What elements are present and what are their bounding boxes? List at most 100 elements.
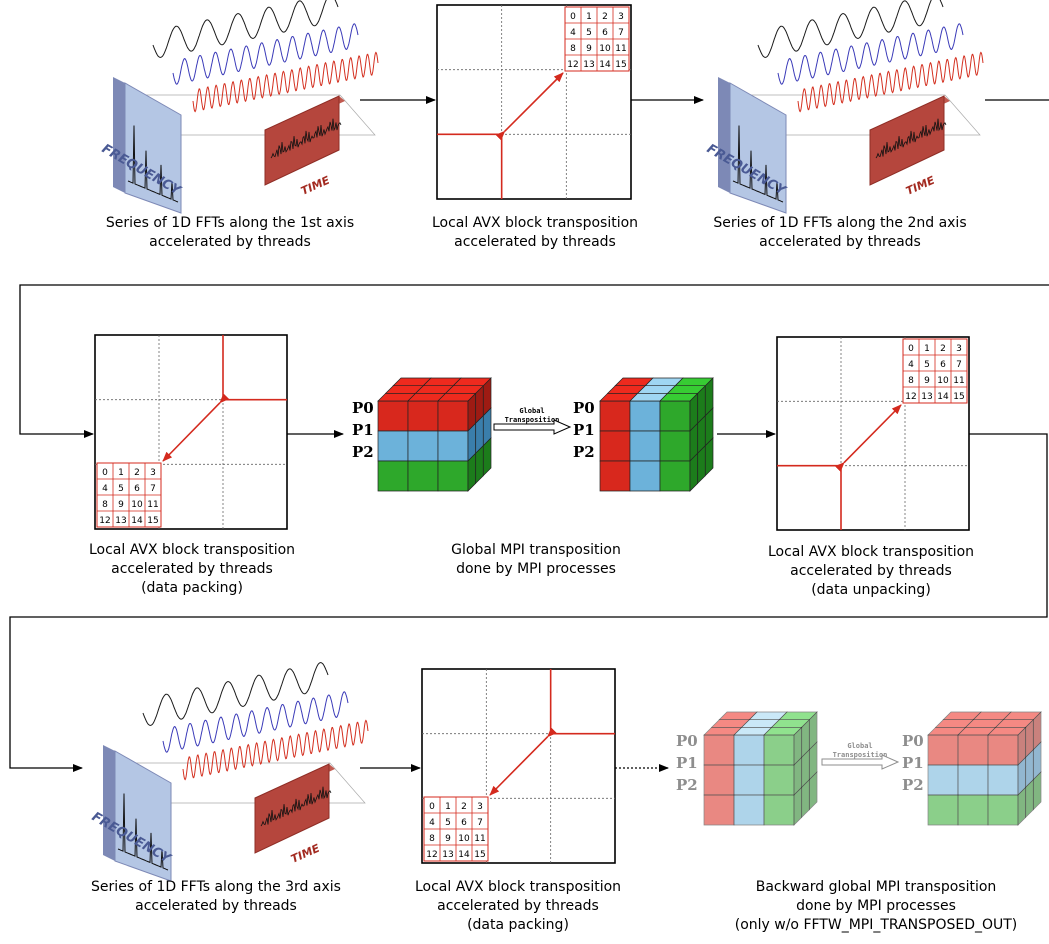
- avx-cell-number: 12: [426, 850, 437, 860]
- avx-cell-number: 12: [567, 60, 578, 70]
- arrow-row2-entry: [19, 284, 1049, 438]
- caption-avx1-line-1: Local AVX block transposition: [432, 215, 638, 231]
- caption-avx4-line-1: Local AVX block transposition: [415, 879, 621, 895]
- process-label-p1: P1: [352, 421, 374, 439]
- frequency-panel: [114, 750, 172, 882]
- avx-cell-number: 14: [599, 60, 611, 70]
- avx-cell-number: 1: [118, 468, 124, 478]
- transposition-label: Transposition: [833, 751, 888, 759]
- process-label-p2: P2: [676, 776, 698, 794]
- avx-cell-number: 4: [908, 360, 914, 370]
- time-panel: [869, 95, 945, 186]
- process-label-p0: P0: [352, 399, 374, 417]
- frequency-panel-edge: [103, 745, 115, 861]
- caption-avx2-line-3: (data packing): [141, 580, 243, 596]
- transpose-arrow: [834, 404, 902, 472]
- caption-mpi-line-2: done by MPI processes: [456, 561, 616, 577]
- avx-cell-number: 0: [908, 344, 914, 354]
- avx-cell-number: 15: [615, 60, 626, 70]
- transpose-arrow: [489, 727, 557, 796]
- avx-cell-number: 4: [429, 818, 435, 828]
- avx-cell-number: 8: [102, 500, 108, 510]
- cube-front-cell: [629, 460, 661, 492]
- avx-cell-number: 6: [134, 484, 140, 494]
- caption-avx3-line-3: (data unpacking): [811, 582, 931, 598]
- cube-front-cell: [377, 400, 409, 432]
- caption-bmpi-line-2: done by MPI processes: [796, 898, 956, 914]
- cube-front-cell: [987, 734, 1019, 766]
- caption-avx3-line-1: Local AVX block transposition: [768, 544, 974, 560]
- cube-front-cell: [407, 460, 439, 492]
- transpose-arrow: [162, 393, 230, 462]
- cube-front-cell: [763, 764, 795, 796]
- process-label-p2: P2: [573, 443, 595, 461]
- avx-cell-number: 5: [445, 818, 451, 828]
- process-label-p2: P2: [902, 776, 924, 794]
- caption-avx4-line-2: accelerated by threads: [437, 898, 599, 914]
- caption-avx2-line-2: accelerated by threads: [111, 561, 273, 577]
- avx-cell-number: 4: [102, 484, 108, 494]
- avx-cell-number: 6: [461, 818, 467, 828]
- cube-front-cell: [733, 764, 765, 796]
- cube-front-cell: [733, 734, 765, 766]
- caption-fft3-line-2: accelerated by threads: [135, 898, 297, 914]
- avx-cell-number: 14: [131, 516, 143, 526]
- wave-2: [172, 23, 359, 85]
- transpose-arrow: [495, 72, 564, 141]
- avx-cell-number: 5: [586, 28, 592, 38]
- frequency-panel: [729, 82, 787, 214]
- process-label-p2: P2: [352, 443, 374, 461]
- time-panel: [254, 763, 330, 854]
- time-signal: [270, 118, 342, 159]
- avx-cell-number: 3: [956, 344, 962, 354]
- avx-cell-number: 4: [570, 28, 576, 38]
- avx-cell-number: 13: [442, 850, 453, 860]
- avx-cell-number: 7: [956, 360, 962, 370]
- cube-front-cell: [377, 430, 409, 462]
- avx-cell-number: 14: [937, 392, 949, 402]
- cube-front-cell: [599, 400, 631, 432]
- cube-front-cell: [927, 794, 959, 826]
- wave-1: [757, 0, 944, 58]
- wave-1: [142, 662, 329, 726]
- cube-front-cell: [437, 460, 469, 492]
- cube-front-cell: [957, 794, 989, 826]
- cube-front-cell: [987, 794, 1019, 826]
- time-signal: [875, 118, 947, 159]
- caption-bmpi-line-1: Backward global MPI transposition: [756, 879, 997, 895]
- cube-front-cell: [957, 734, 989, 766]
- cube-top-cell: [674, 377, 714, 387]
- cube-front-cell: [763, 734, 795, 766]
- avx-cell-number: 13: [115, 516, 126, 526]
- spectrum-line: [117, 793, 169, 871]
- avx-cell-number: 7: [150, 484, 156, 494]
- cube-side-cell: [482, 437, 492, 477]
- step-captions: Series of 1D FFTs along the 1st axisacce…: [89, 215, 1017, 933]
- cube-front-cell: [629, 400, 661, 432]
- global-transposition-arrow: [821, 754, 900, 770]
- time-panel: [264, 95, 340, 186]
- cube-front-cell: [659, 460, 691, 492]
- avx-cell-number: 8: [908, 376, 914, 386]
- cube-front-cell: [659, 400, 691, 432]
- caption-avx1-line-2: accelerated by threads: [454, 234, 616, 250]
- avx-cell-number: 14: [458, 850, 470, 860]
- avx-cell-number: 10: [937, 376, 949, 386]
- caption-bmpi-line-3: (only w/o FFTW_MPI_TRANSPOSED_OUT): [735, 917, 1018, 933]
- wave-2: [777, 23, 964, 85]
- flow-connectors: [9, 96, 1049, 772]
- avx-cell-number: 6: [602, 28, 608, 38]
- global-label: Global: [519, 407, 544, 415]
- avx-cell-number: 7: [477, 818, 483, 828]
- cube-front-cell: [927, 764, 959, 796]
- avx-cell-number: 9: [586, 44, 592, 54]
- avx-cell-number: 1: [586, 12, 592, 22]
- avx-cell-number: 11: [147, 500, 158, 510]
- caption-fft2-line-2: accelerated by threads: [759, 234, 921, 250]
